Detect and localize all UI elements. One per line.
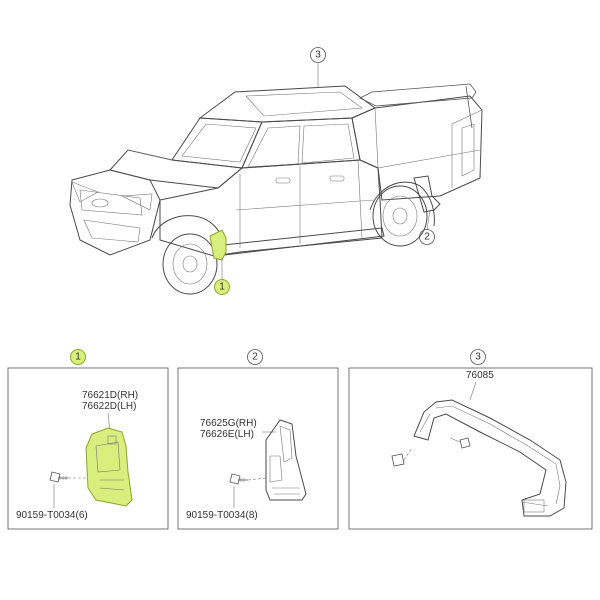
panel-1-frame xyxy=(7,367,169,530)
callout-2-label: 2 xyxy=(424,232,430,243)
panel-1-header-badge[interactable] xyxy=(70,349,86,365)
rear-mudguard-part[interactable] xyxy=(265,419,307,501)
callout-1-label: 1 xyxy=(219,282,225,293)
panel-3-header-badge[interactable] xyxy=(470,349,486,365)
truck-illustration xyxy=(69,83,483,295)
panel-3: 3 76085 xyxy=(348,349,593,530)
panel-2: 2 76625G(RH) 76626E(LH) 90159-T0034(8) xyxy=(177,349,339,530)
panel-1-header: 1 xyxy=(75,352,81,363)
panel-3-frame xyxy=(348,367,593,530)
panel-3-header: 3 xyxy=(475,352,481,363)
callout-3-label: 3 xyxy=(315,50,321,61)
panel-2-part-rh: 76625G(RH) xyxy=(200,418,257,429)
front-mudguard-part[interactable] xyxy=(85,427,133,507)
panel-2-frame xyxy=(177,367,339,530)
panel-1-part-lh: 76622D(LH) xyxy=(82,401,136,412)
panel-3-part: 76085 xyxy=(466,370,494,381)
front-mudguard-highlight[interactable] xyxy=(209,229,227,261)
panel-2-header: 2 xyxy=(252,352,258,363)
panel-1-part-rh: 76621D(RH) xyxy=(82,390,138,401)
callout-3[interactable] xyxy=(310,47,326,63)
panel-2-header-badge[interactable] xyxy=(247,349,263,365)
panel-1-bolt-part: 90159-T0034(6) xyxy=(16,510,88,521)
sport-bar-part[interactable] xyxy=(413,399,567,517)
callout-2[interactable] xyxy=(419,229,435,245)
panel-1: 1 76621D(RH) 76622D(LH) 90159-T0034(6) xyxy=(7,349,169,530)
panel-2-bolt-part: 90159-T0034(8) xyxy=(186,510,258,521)
panel-3-clip-icons xyxy=(391,437,471,467)
panel-2-bolt-icon xyxy=(229,473,267,508)
panel-2-part-lh: 76626E(LH) xyxy=(200,429,254,440)
truck-callouts: 3 2 1 xyxy=(214,47,435,295)
panel-1-bolt-icon xyxy=(49,471,88,508)
callout-1[interactable] xyxy=(214,279,230,295)
